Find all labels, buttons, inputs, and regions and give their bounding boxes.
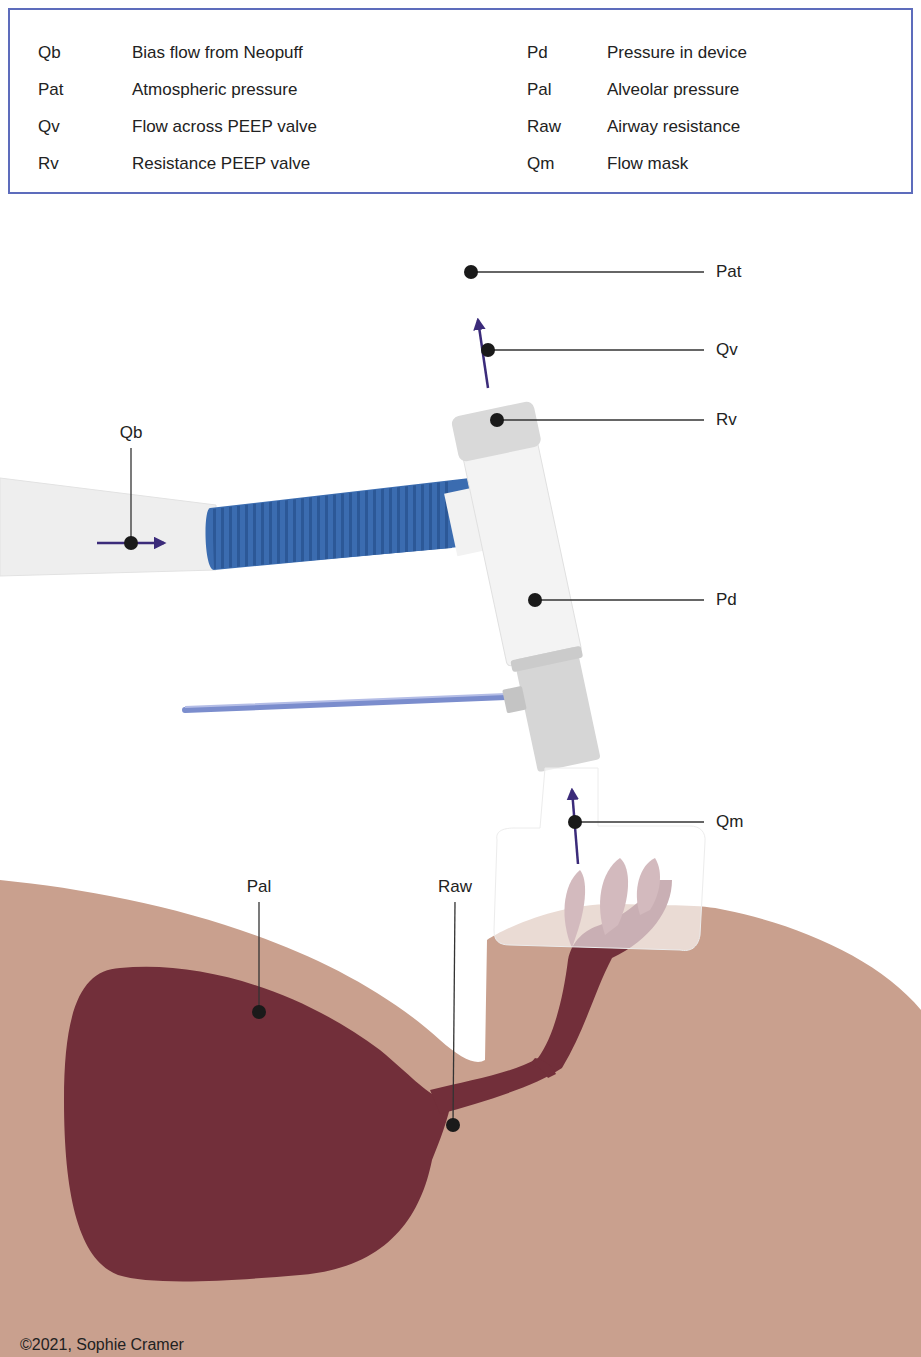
definition: Flow mask <box>607 154 891 174</box>
leader-dot <box>124 536 138 550</box>
infant-body <box>0 880 921 1357</box>
leader-dots <box>124 265 582 1132</box>
symbol-label: Pal <box>247 877 272 897</box>
leader-dot <box>252 1005 266 1019</box>
epiglottis <box>530 1058 556 1078</box>
abbreviation: Qv <box>38 117 132 137</box>
symbol-label: Qv <box>716 340 738 360</box>
copyright-note: ©2021, Sophie Cramer <box>20 1335 184 1354</box>
definition: Airway resistance <box>607 117 891 137</box>
leader-dot <box>464 265 478 279</box>
abbreviation: Raw <box>527 117 607 137</box>
abbreviation: Pat <box>38 80 132 100</box>
abbreviation: Pal <box>527 80 607 100</box>
supply-tube <box>0 478 216 576</box>
leader-dot <box>568 815 582 829</box>
leader-line <box>488 349 704 350</box>
symbol-label: Qm <box>716 812 743 832</box>
symbol-label: Pat <box>716 262 742 282</box>
abbreviation: Qm <box>527 154 607 174</box>
symbol-label: Qb <box>120 423 143 443</box>
abbreviation: Qb <box>38 43 132 63</box>
leader-line <box>258 902 259 1012</box>
leader-line <box>535 599 704 600</box>
abbreviation-table: QbBias flow from NeopuffPdPressure in de… <box>8 8 913 194</box>
leader-lines <box>131 272 704 1125</box>
leader-dot <box>490 413 504 427</box>
pressure-line-highlight <box>185 694 506 707</box>
definition: Bias flow from Neopuff <box>132 43 527 63</box>
peep-cap <box>450 400 542 462</box>
symbol-label: Pd <box>716 590 737 610</box>
leader-dot <box>446 1118 460 1132</box>
symbol-label: Raw <box>438 877 472 897</box>
definition: Atmospheric pressure <box>132 80 527 100</box>
lungs <box>64 967 452 1282</box>
leader-line <box>497 419 704 420</box>
leader-line <box>575 821 704 822</box>
face-mask <box>494 768 705 950</box>
device-body <box>463 440 582 666</box>
abbreviation: Pd <box>527 43 607 63</box>
definition: Resistance PEEP valve <box>132 154 527 174</box>
symbol-label: Rv <box>716 410 737 430</box>
t-piece <box>429 400 609 779</box>
definition: Pressure in device <box>607 43 891 63</box>
leader-line <box>471 271 704 272</box>
hose-corrugation <box>212 481 452 569</box>
pressure-port <box>502 686 527 714</box>
abbreviation: Rv <box>38 154 132 174</box>
leader-line <box>130 448 131 543</box>
leader-dot <box>528 593 542 607</box>
pressure-line <box>185 697 506 710</box>
definition: Alveolar pressure <box>607 80 891 100</box>
definition: Flow across PEEP valve <box>132 117 527 137</box>
blue-hose <box>205 478 488 570</box>
connector-ring <box>510 646 583 673</box>
leader-line <box>453 902 455 1125</box>
leader-dot <box>481 343 495 357</box>
